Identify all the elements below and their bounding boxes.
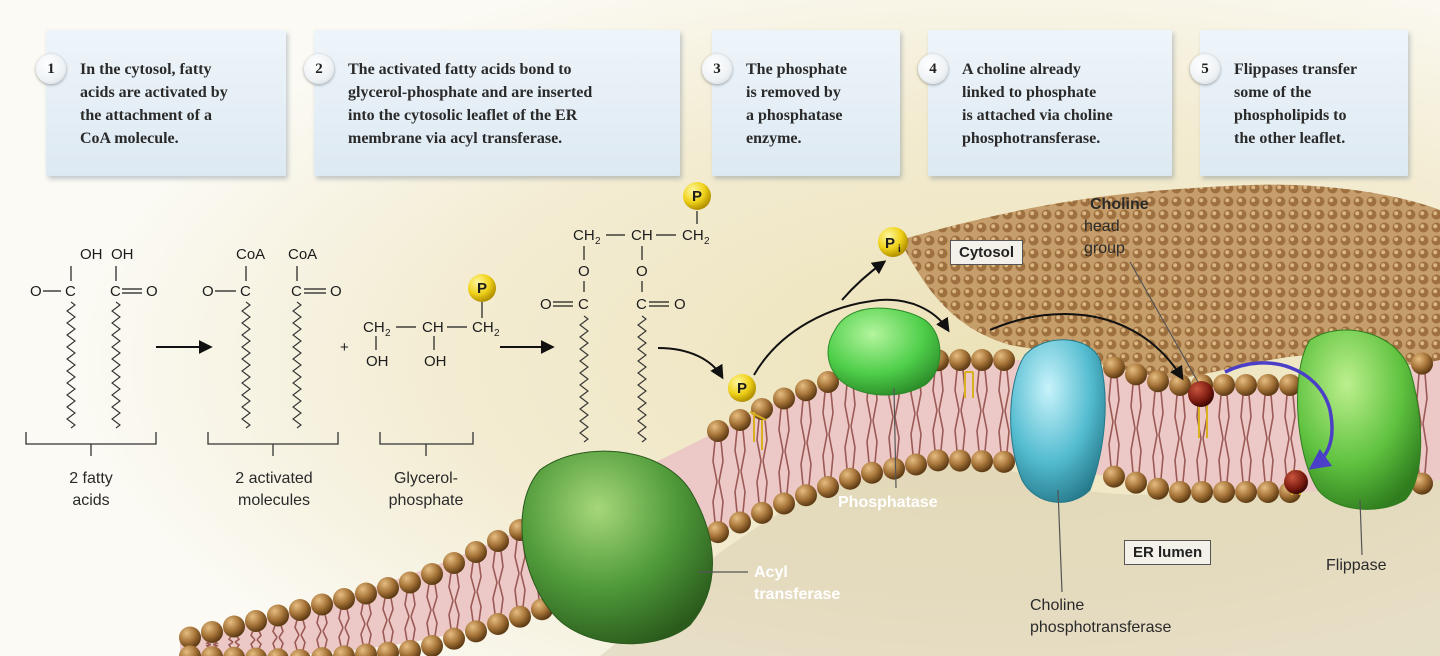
- svg-text:C: C: [578, 296, 589, 313]
- fatty-acid-structures: OH OH O C C O: [30, 246, 158, 300]
- step-4-text: A choline already linked to phosphate is…: [962, 61, 1113, 147]
- step-4-number: 4: [918, 54, 948, 84]
- phosphatase-enzyme: [827, 307, 941, 396]
- step-5-text: Flippases transfer some of the phospholi…: [1234, 61, 1358, 147]
- svg-text:P: P: [692, 188, 702, 205]
- step-3-text: The phosphate is removed by a phosphatas…: [746, 61, 847, 147]
- step-3-box: 3 The phosphate is removed by a phosphat…: [702, 30, 900, 176]
- svg-text:C: C: [291, 283, 302, 300]
- svg-text:O: O: [202, 283, 214, 300]
- phosphatase-label: Phosphatase: [838, 494, 938, 511]
- acyl-transferase-label: Acyl transferase: [754, 564, 841, 603]
- svg-text:O: O: [674, 296, 686, 313]
- released-phosphate-label: P: [885, 235, 895, 252]
- svg-text:CH: CH: [573, 227, 595, 244]
- svg-text:OH: OH: [80, 246, 103, 263]
- svg-text:2: 2: [494, 328, 500, 339]
- step-4-box: 4 A choline already linked to phosphate …: [918, 30, 1172, 176]
- svg-text:O: O: [30, 283, 42, 300]
- glycerol-phosphate-structure: + CH 2 CH CH 2 OH OH P: [340, 274, 500, 370]
- er-lumen-label: ER lumen: [1124, 540, 1212, 565]
- svg-text:CoA: CoA: [288, 246, 317, 263]
- step-3-number: 3: [702, 54, 732, 84]
- glycerol-phosphate-caption: Glycerol- phosphate: [388, 470, 464, 509]
- acyl-transferase-enzyme: [521, 450, 713, 645]
- svg-text:CH: CH: [363, 319, 385, 336]
- svg-text:OH: OH: [366, 353, 389, 370]
- svg-text:2: 2: [595, 236, 601, 247]
- molecule-brackets: [25, 432, 474, 456]
- process-arrows: [156, 260, 1184, 381]
- step-5-number: 5: [1190, 54, 1220, 84]
- svg-text:O: O: [636, 263, 648, 280]
- phosphate-on-lipid: [728, 374, 756, 402]
- activated-molecules-caption: 2 activated molecules: [235, 470, 313, 509]
- head-group-label: head group: [1084, 218, 1125, 257]
- fatty-acids-caption: 2 fatty acids: [69, 470, 113, 509]
- phosphate-on-lipid-label: P: [737, 380, 747, 397]
- svg-text:CH: CH: [631, 227, 653, 244]
- svg-text:+: +: [340, 339, 349, 356]
- step-1-text: In the cytosol, fatty acids are activate…: [80, 61, 228, 147]
- step-1-number: 1: [36, 54, 66, 84]
- svg-text:2: 2: [385, 328, 391, 339]
- activated-structures: CoA CoA O C C O: [202, 246, 342, 300]
- svg-text:O: O: [146, 283, 158, 300]
- svg-text:C: C: [65, 283, 76, 300]
- flippase-enzyme: [1297, 329, 1422, 510]
- step-2-box: 2 The activated fatty acids bond to glyc…: [304, 30, 680, 176]
- svg-text:C: C: [240, 283, 251, 300]
- diacylglycerol-phosphate-structure: P CH 2 CH CH 2 O O O C C O: [540, 182, 711, 313]
- choline-head-lower: [1284, 470, 1308, 494]
- svg-text:OH: OH: [111, 246, 134, 263]
- svg-text:CH: CH: [422, 319, 444, 336]
- leader-lines: [698, 261, 1363, 593]
- released-phosphate-subscript: i: [898, 244, 901, 255]
- svg-text:CoA: CoA: [236, 246, 265, 263]
- bilayer-interior: [180, 360, 1440, 656]
- svg-text:O: O: [578, 263, 590, 280]
- step-2-number: 2: [304, 54, 334, 84]
- choline-label: Choline: [1090, 196, 1149, 213]
- released-phosphate: [878, 227, 908, 257]
- svg-text:C: C: [636, 296, 647, 313]
- step-2-text: The activated fatty acids bond to glycer…: [348, 61, 593, 147]
- er-lumen-region: [600, 457, 1440, 656]
- svg-text:2: 2: [704, 236, 710, 247]
- svg-text:P: P: [477, 280, 487, 297]
- svg-text:CH: CH: [682, 227, 704, 244]
- svg-text:O: O: [330, 283, 342, 300]
- svg-text:CH: CH: [472, 319, 494, 336]
- svg-text:C: C: [110, 283, 121, 300]
- svg-text:O: O: [540, 296, 552, 313]
- flip-arrow: [1224, 361, 1334, 470]
- choline-phosphotransferase-label: Choline phosphotransferase: [1030, 597, 1172, 636]
- membrane-surface-sheet: [900, 184, 1440, 380]
- step-5-box: 5 Flippases transfer some of the phospho…: [1190, 30, 1408, 176]
- step-1-box: 1 In the cytosol, fatty acids are activa…: [36, 30, 286, 176]
- fatty-acid-chains: [66, 301, 647, 443]
- choline-phosphotransferase-enzyme: [1010, 339, 1106, 503]
- svg-text:OH: OH: [424, 353, 447, 370]
- cytosol-label: Cytosol: [950, 240, 1024, 265]
- choline-head-upper: [1188, 381, 1214, 407]
- flippase-label: Flippase: [1326, 557, 1387, 574]
